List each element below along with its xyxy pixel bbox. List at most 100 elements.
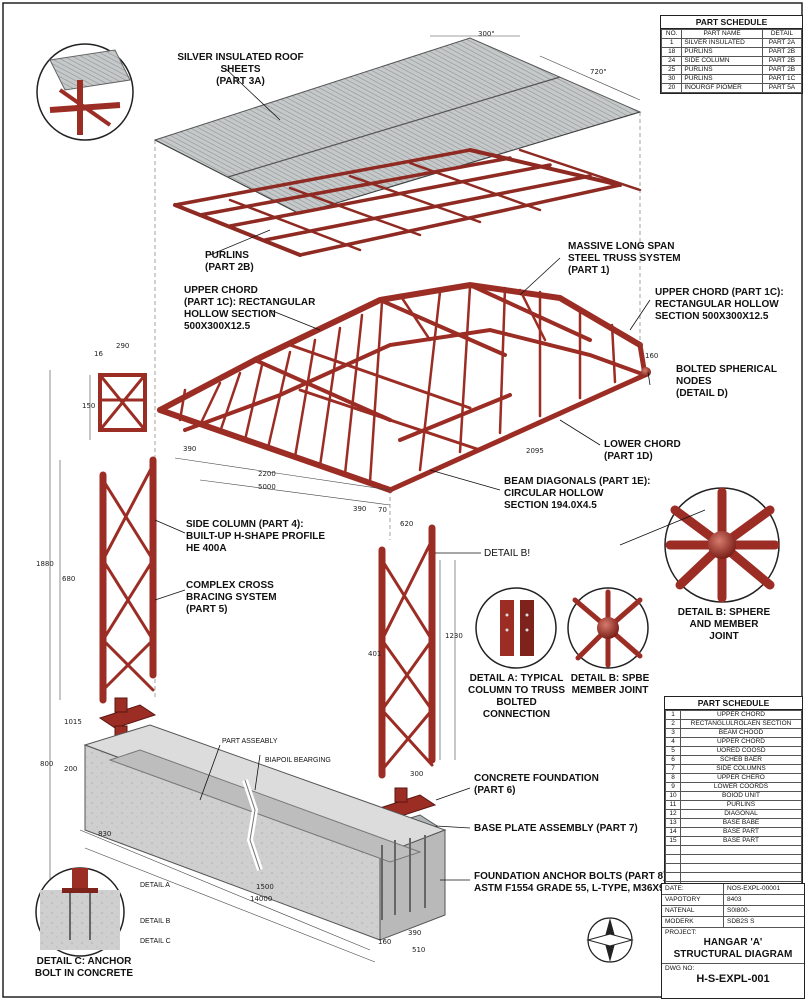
dim-1015: 1015	[64, 718, 82, 726]
title-block-key: MODERK	[662, 917, 724, 927]
cell-part-name: LOWER COORDS	[680, 782, 802, 792]
label-side-column: SIDE COLUMN (PART 4): BUILT-UP H-SHAPE P…	[186, 519, 326, 554]
cell-no: 9	[665, 782, 681, 792]
cell-no: 12	[665, 809, 681, 819]
detail-circle-sphere-joint	[664, 487, 780, 603]
leader-lines	[154, 67, 706, 881]
tag-detail-c: DETAIL C	[140, 938, 171, 945]
right-side-column	[378, 524, 436, 779]
dim-390-b: 390	[353, 505, 367, 513]
table-header-row: NO. PART NAME DETAIL	[660, 29, 803, 39]
cell-no	[665, 872, 681, 882]
col-header: NO.	[660, 29, 683, 39]
dim-300-b: 300	[410, 770, 424, 778]
cell-part-name: UPPER CHORD	[680, 710, 802, 720]
label-cross-bracing: COMPLEX CROSS BRACING SYSTEM (PART 5)	[186, 580, 277, 615]
cell-part-name: UORED COOSD	[680, 746, 802, 756]
label-anchor-bolts: FOUNDATION ANCHOR BOLTS (PART 8): ASTM F…	[474, 871, 676, 894]
column-head-detail	[98, 373, 147, 432]
dim-620: 620	[400, 520, 414, 528]
cell-part-name: SIDE COLUMNS	[680, 764, 802, 774]
cell: 20	[660, 83, 683, 93]
dim-390-c: 390	[408, 929, 422, 937]
tag-detail-a: DETAIL A	[140, 882, 170, 889]
cell-no: 7	[665, 764, 681, 774]
cell: 30	[660, 74, 683, 84]
cell-part-name: DIAGONAL	[680, 809, 802, 819]
title-block-value: SDB2S S	[727, 918, 755, 925]
col-header: PART NAME	[681, 29, 763, 39]
cell: SILVER INSULATED	[681, 38, 763, 48]
dim-5000: 5000	[258, 483, 276, 491]
cell-part-name: UPPER CHORD	[680, 737, 802, 747]
cell-part-name: UPPER CHERO	[680, 773, 802, 783]
dim-16: 16	[94, 350, 103, 358]
cell: 25	[660, 65, 683, 75]
label-detail-a: DETAIL A: TYPICAL COLUMN TO TRUSS BOLTED…	[467, 673, 566, 720]
title-block-key: DATE:	[662, 884, 724, 894]
cell-part-name: BOIOD UNIT	[680, 791, 802, 801]
dim-2095: 2095	[526, 447, 544, 455]
cell-part-name	[680, 854, 802, 864]
dim-14000: 14000	[250, 895, 273, 903]
title-block-value: 8403	[727, 896, 742, 903]
detail-circle-anchor-bolt	[35, 867, 125, 957]
cell: PART 2A	[761, 38, 803, 48]
dim-300: 300"	[478, 30, 495, 38]
cell-part-name	[680, 872, 802, 882]
label-lower-chord: LOWER CHORD (PART 1D)	[604, 439, 681, 462]
detail-circle-column-truss	[475, 587, 557, 669]
cell-no: 15	[665, 836, 681, 846]
dim-160-b: 160	[378, 938, 392, 946]
label-upper-chord-left: UPPER CHORD (PART 1C): RECTANGULAR HOLLO…	[184, 285, 316, 332]
label-biapoil-bearing: BIAPOIL BEARGING	[265, 757, 331, 764]
table-row	[665, 854, 802, 864]
cell-no	[665, 854, 681, 864]
dim-290: 290	[116, 342, 130, 350]
part-schedule-bottom-title: PART SCHEDULE	[665, 697, 802, 710]
cell-no: 1	[665, 710, 681, 720]
label-purlins: PURLINS (PART 2B)	[205, 250, 254, 273]
dwg-number: H-S-EXPL-001	[696, 973, 770, 985]
cell-no: 5	[665, 746, 681, 756]
concrete-foundation	[83, 724, 447, 941]
table-row	[665, 863, 802, 873]
left-side-column	[99, 456, 157, 704]
col-header: DETAIL	[761, 29, 803, 39]
dim-830: 830	[98, 830, 112, 838]
dim-800: 800	[40, 760, 54, 768]
dim-401: 401	[368, 650, 382, 658]
table-row	[665, 845, 802, 855]
cell-no: 10	[665, 791, 681, 801]
dim-150: 150	[82, 402, 96, 410]
dwg-label: DWG NO:	[662, 963, 804, 973]
cell: PART 2B	[761, 47, 803, 57]
dim-70: 70	[378, 506, 387, 514]
cell-part-name: BASE PART	[680, 827, 802, 837]
label-detail-b-spbe: DETAIL B: SPBE MEMBER JOINT	[570, 673, 650, 696]
dim-160: 160	[645, 352, 659, 360]
cell-no: 6	[665, 755, 681, 765]
north-compass-icon	[586, 917, 634, 963]
part-schedule-top-title: PART SCHEDULE	[661, 16, 802, 29]
